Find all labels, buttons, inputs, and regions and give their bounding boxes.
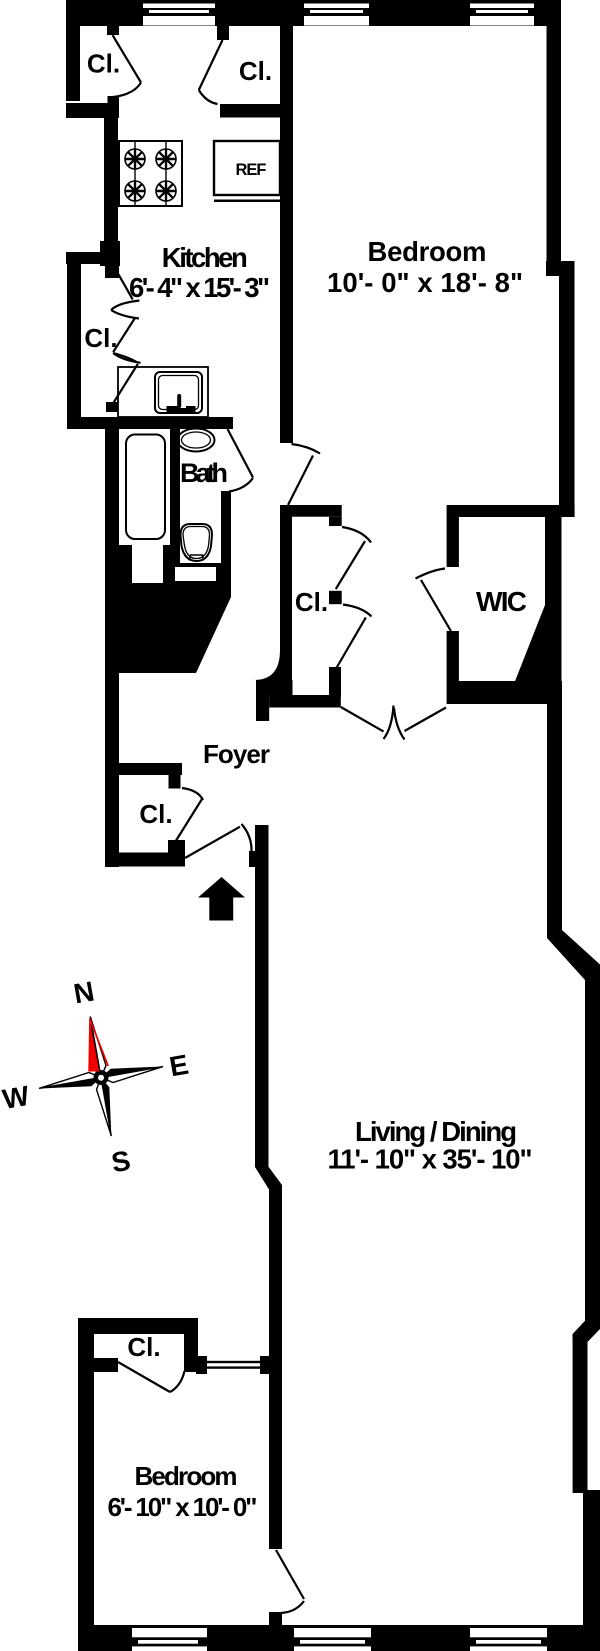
svg-text:W: W bbox=[0, 1080, 32, 1115]
svg-text:REF: REF bbox=[236, 161, 267, 179]
svg-text:Cl.: Cl. bbox=[139, 799, 172, 829]
svg-text:Kitchen: Kitchen bbox=[162, 242, 248, 273]
svg-text:10'- 0" x 18'- 8": 10'- 0" x 18'- 8" bbox=[327, 267, 523, 298]
svg-text:Cl.: Cl. bbox=[295, 587, 328, 617]
svg-text:Cl.: Cl. bbox=[127, 1332, 160, 1362]
svg-text:Foyer: Foyer bbox=[203, 739, 270, 769]
svg-text:S: S bbox=[109, 1145, 133, 1179]
svg-text:Bedroom: Bedroom bbox=[135, 1461, 238, 1491]
svg-text:6'- 10" x 10'- 0": 6'- 10" x 10'- 0" bbox=[108, 1492, 258, 1522]
svg-text:Bedroom: Bedroom bbox=[368, 236, 487, 267]
svg-text:11'- 10" x 35'- 10": 11'- 10" x 35'- 10" bbox=[328, 1144, 533, 1175]
svg-text:Cl.: Cl. bbox=[239, 56, 272, 86]
svg-text:E: E bbox=[167, 1049, 191, 1083]
svg-text:Bath: Bath bbox=[180, 458, 228, 488]
svg-text:Cl.: Cl. bbox=[84, 323, 117, 353]
svg-text:Cl.: Cl. bbox=[87, 49, 120, 79]
svg-text:Living / Dining: Living / Dining bbox=[355, 1116, 517, 1147]
svg-text:WIC: WIC bbox=[476, 586, 527, 617]
svg-text:6'- 4" x 15'- 3": 6'- 4" x 15'- 3" bbox=[129, 272, 270, 303]
